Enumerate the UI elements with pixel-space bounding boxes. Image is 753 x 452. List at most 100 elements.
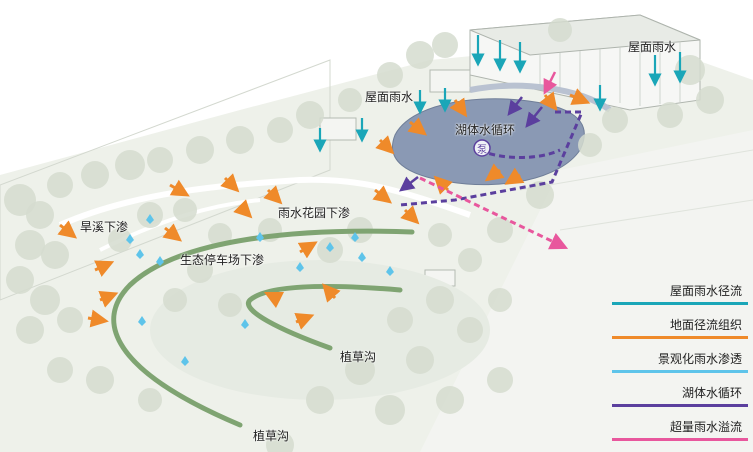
tree [41, 241, 69, 269]
tree [108, 228, 132, 252]
tree [458, 248, 482, 272]
tree [377, 62, 403, 88]
tree [138, 388, 162, 412]
pump-icon-label: 泵 [477, 145, 487, 156]
legend-swatch [612, 370, 748, 373]
legend-item: 地面径流组织 [608, 314, 748, 348]
tree [338, 88, 362, 112]
lake-cycle-loop [479, 148, 561, 159]
grass-swale-outer [111, 228, 415, 428]
tree [657, 102, 683, 128]
infiltration-marker [146, 214, 154, 224]
tree [226, 126, 254, 154]
legend-label: 景观化雨水渗透 [657, 352, 742, 366]
road-edge-line [559, 199, 753, 231]
label-rain-garden: 雨水花园下渗 [278, 206, 351, 220]
tree [578, 133, 602, 157]
tree [15, 230, 45, 260]
label-lake-cycle: 湖体水循环 [455, 123, 516, 137]
tree [432, 32, 458, 58]
legend: 屋面雨水径流 地面径流组织 景观化雨水渗透 湖体水循环 超量雨水溢流 [608, 280, 748, 450]
legend-item: 湖体水循环 [608, 382, 748, 416]
tree [406, 41, 434, 69]
infiltration-marker [181, 356, 189, 366]
grass-swale-inner [245, 283, 403, 351]
tree [6, 266, 34, 294]
walkway [58, 176, 472, 228]
tree [487, 217, 513, 243]
legend-swatch [612, 336, 748, 339]
infiltration-marker [156, 256, 164, 266]
tree [187, 257, 213, 283]
road-edge-line [519, 149, 753, 191]
legend-label: 湖体水循环 [681, 386, 742, 400]
tree [173, 198, 197, 222]
tree [86, 366, 114, 394]
infiltration-marker [136, 249, 144, 259]
tree [345, 355, 375, 385]
infiltration-marker [138, 316, 146, 326]
tree-group [4, 18, 724, 452]
overflow-path [419, 176, 569, 250]
tree [57, 307, 83, 333]
infiltration-marker [296, 262, 304, 272]
legend-label: 屋面雨水径流 [669, 284, 742, 298]
ground-runoff-arrows [57, 88, 591, 330]
legend-item: 超量雨水溢流 [608, 416, 748, 450]
tree [306, 386, 334, 414]
tree [387, 307, 413, 333]
tree [487, 367, 513, 393]
infiltration-marker [126, 234, 134, 244]
infiltration-markers [126, 214, 394, 366]
infiltration-marker [386, 266, 394, 276]
tree [26, 201, 54, 229]
legend-swatch [612, 302, 748, 305]
legend-label: 超量雨水溢流 [669, 420, 742, 434]
label-dry-creek: 旱溪下渗 [80, 220, 129, 234]
overflow-arrow [543, 71, 558, 95]
tree [266, 431, 294, 452]
tree [696, 86, 724, 114]
tree [296, 101, 324, 129]
tree [602, 107, 628, 133]
tree [30, 285, 60, 315]
tree [488, 288, 512, 312]
legend-label: 地面径流组织 [669, 318, 742, 332]
lake-cycle-loop [399, 110, 585, 207]
tree [548, 18, 572, 42]
infiltration-marker [256, 232, 264, 242]
legend-swatch [612, 438, 748, 441]
tree [186, 136, 214, 164]
pavilion [429, 69, 471, 93]
tree [436, 386, 464, 414]
tree [16, 316, 44, 344]
infiltration-marker [326, 242, 334, 252]
label-swale-2: 植草沟 [253, 429, 290, 443]
label-swale-1: 植草沟 [340, 350, 377, 364]
legend-item: 屋面雨水径流 [608, 280, 748, 314]
pavilion [319, 117, 357, 141]
lake-cycle-arrows [399, 96, 543, 192]
legend-item: 景观化雨水渗透 [608, 348, 748, 382]
legend-swatch [612, 404, 748, 407]
tree [406, 346, 434, 374]
label-roof-runoff-right: 屋面雨水 [628, 40, 677, 54]
infiltration-marker [358, 252, 366, 262]
tree [457, 317, 483, 343]
tree [147, 147, 173, 173]
infiltration-marker [241, 319, 249, 329]
tree [81, 161, 109, 189]
label-eco-parking: 生态停车场下渗 [180, 253, 265, 267]
tree [163, 288, 187, 312]
roof-runoff-arrows [313, 35, 687, 153]
tree [47, 172, 73, 198]
tree [218, 293, 242, 317]
label-roof-runoff-mid: 屋面雨水 [365, 90, 414, 104]
tree [428, 223, 452, 247]
tree [426, 286, 454, 314]
pump-station [473, 139, 491, 157]
tree [526, 181, 554, 209]
tree [47, 357, 73, 383]
